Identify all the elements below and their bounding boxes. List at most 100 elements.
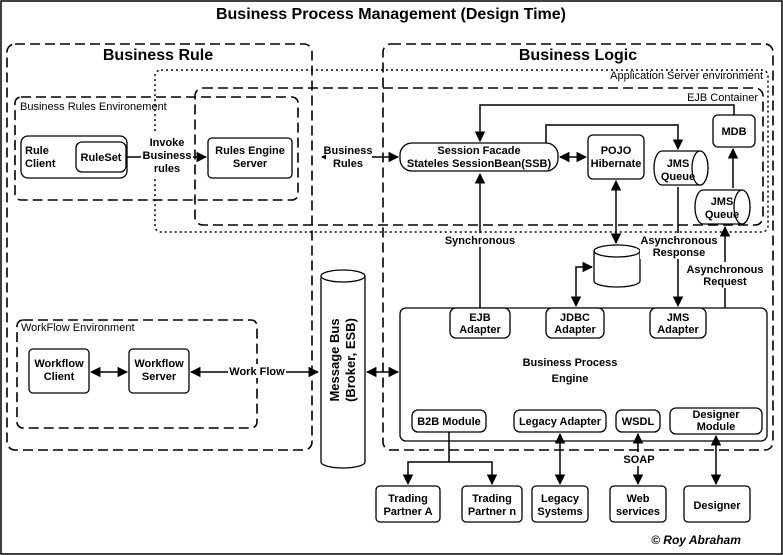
trading-partner-a-box — [375, 485, 441, 523]
jms-queue-1-line-1: JMS — [667, 158, 690, 170]
invoke-label-bg — [141, 134, 193, 176]
message-bus-line-1: Message Bus — [327, 318, 342, 401]
business-rule-title: Business Rule — [103, 47, 213, 64]
invoke-label-1: Invoke — [150, 137, 185, 149]
pojo-box — [587, 134, 645, 180]
web-services-box — [609, 485, 667, 523]
mdb-to-ssb-arrow — [474, 104, 735, 143]
b2b-partners-arrow — [402, 461, 498, 486]
database-top — [593, 244, 641, 258]
designer-label: Designer — [693, 500, 741, 512]
async-request-label-bg — [684, 262, 766, 288]
copyright-text: © Roy Abraham — [651, 533, 741, 547]
app-server-region — [154, 69, 769, 233]
bpe-line-2: Engine — [552, 373, 589, 385]
legacy-systems-line-1: Legacy — [541, 493, 580, 505]
message-bus-top — [320, 269, 366, 283]
trading-partner-n-line-1: Trading — [472, 493, 512, 505]
business-logic-title: Business Logic — [519, 47, 637, 64]
session-facade-line-2: Stateles SessionBean(SSB) — [407, 158, 552, 170]
ejb-adapter-line-1: EJB — [469, 312, 490, 324]
business-rules-env-region — [14, 96, 299, 201]
trading-partner-a-line-1: Trading — [388, 493, 428, 505]
ruleset-box — [75, 141, 127, 173]
jms-adapter-line-2: Adapter — [657, 324, 699, 336]
rule-client-line-2: Client — [25, 158, 56, 170]
async-request-label-1: Asynchronous — [686, 264, 763, 276]
ruleset-label: RuleSet — [81, 152, 122, 164]
message-bus-body — [320, 276, 366, 469]
workflow-client-line-1: Workflow — [34, 358, 84, 370]
jms-adapter-line-1: JMS — [667, 312, 690, 324]
designer-module-box — [669, 407, 763, 435]
legacy-systems-line-2: Systems — [537, 506, 582, 518]
business-rules-label-2: Rules — [333, 158, 363, 170]
ejb-container-label: EJB Container — [687, 92, 758, 104]
designer-module-line-2: Module — [697, 421, 736, 433]
jdbc-adapter-line-1: JDBC — [560, 312, 590, 324]
legacy-adapter-label: Legacy Adapter — [519, 416, 602, 428]
jms-adapter-box — [649, 307, 707, 339]
rule-client-line-1: Rule — [25, 145, 49, 157]
app-server-label: Application Server environment — [610, 70, 763, 82]
session-facade-box — [399, 142, 559, 172]
async-response-label-bg — [640, 233, 718, 259]
message-bus-text-group: Message Bus (Broker, ESB) — [327, 318, 358, 402]
web-services-line-2: services — [616, 506, 660, 518]
workflow-server-line-1: Workflow — [134, 358, 184, 370]
jdbc-adapter-line-2: Adapter — [554, 324, 596, 336]
mdb-label: MDB — [721, 126, 746, 138]
trading-partner-n-box — [461, 485, 523, 523]
workflow-label: Work Flow — [229, 366, 285, 378]
message-bus-line-2: (Broker, ESB) — [343, 318, 358, 402]
business-rules-env-label: Business Rules Environement — [20, 101, 167, 113]
workflow-label-bg — [228, 364, 286, 378]
legacy-systems-box — [531, 485, 589, 523]
jdbc-adapter-box — [545, 307, 605, 339]
business-rules-label-bg — [326, 143, 372, 171]
rules-engine-box — [207, 137, 293, 179]
bpe-line-1: Business Process — [523, 357, 618, 369]
wsdl-label: WSDL — [622, 416, 655, 428]
web-services-line-1: Web — [626, 493, 649, 505]
workflow-server-line-2: Server — [142, 371, 177, 383]
soap-label: SOAP — [623, 454, 654, 466]
jms-queue-2-line-2: Queue — [705, 209, 739, 221]
synchronous-label-bg — [442, 233, 518, 247]
workflow-client-line-2: Client — [44, 371, 75, 383]
wsdl-box — [615, 409, 661, 433]
async-request-label-2: Request — [703, 276, 747, 288]
async-response-label-1: Asynchronous — [640, 235, 717, 247]
trading-partner-a-line-2: Partner A — [383, 506, 432, 518]
jms-queue-1-line-2: Queue — [661, 171, 695, 183]
designer-box — [683, 485, 751, 523]
rules-engine-line-2: Server — [233, 158, 268, 170]
jdbc-db-arrow — [570, 261, 594, 308]
workflow-server-box — [128, 348, 190, 394]
trading-partner-n-line-2: Partner n — [468, 506, 517, 518]
soap-label-bg — [622, 452, 656, 466]
business-rules-label-1: Business — [324, 145, 373, 157]
jms-queue-1-end — [691, 150, 709, 186]
business-rule-region — [6, 43, 313, 451]
diagram-title: Business Process Management (Design Time… — [216, 6, 566, 23]
workflow-env-label: WorkFlow Environment — [21, 322, 135, 334]
synchronous-label: Synchronous — [445, 235, 515, 247]
legacy-adapter-box — [513, 409, 607, 433]
workflow-client-box — [28, 348, 90, 394]
jms-queue-2-line-1: JMS — [711, 196, 734, 208]
jms-queue-2-end — [733, 189, 751, 225]
pojo-line-1: POJO — [601, 145, 632, 157]
database-body — [593, 251, 641, 288]
pojo-line-2: Hibernate — [591, 158, 642, 170]
invoke-label-3: rules — [154, 163, 180, 175]
rules-engine-line-1: Rules Engine — [215, 145, 285, 157]
business-logic-region — [382, 43, 774, 451]
ejb-adapter-box — [449, 307, 511, 339]
async-response-label-2: Response — [653, 247, 706, 259]
ssb-to-queue-arrow — [545, 124, 684, 151]
b2b-module-label: B2B Module — [417, 416, 481, 428]
session-facade-line-1: Session Facade — [437, 145, 520, 157]
